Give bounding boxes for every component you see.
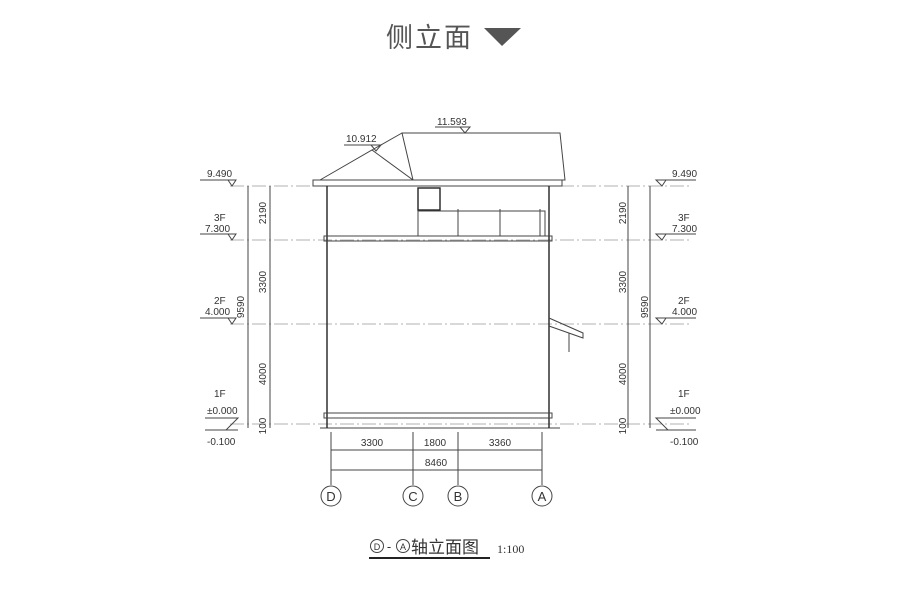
dim-2190-r: 2190 — [618, 201, 629, 224]
dim-3300: 3300 — [258, 270, 269, 293]
level-9490: 9.490 — [207, 169, 232, 180]
caption-to: A — [400, 542, 406, 552]
drawing-caption: D - A 轴立面图 1:100 — [369, 538, 524, 559]
level-minus: -0.100 — [207, 437, 236, 448]
dim-h-3360: 3360 — [489, 438, 512, 449]
dim-h-total: 8460 — [425, 458, 448, 469]
axis-a: A — [538, 489, 547, 504]
dim-h-1800: 1800 — [424, 438, 447, 449]
dim-4000-r: 4000 — [618, 362, 629, 385]
dim-3300-r: 3300 — [618, 270, 629, 293]
triangle-down-icon — [484, 28, 521, 46]
level-0: ±0.000 — [207, 406, 238, 417]
roof-hip-level: 10.912 — [346, 134, 377, 145]
dim-total: 9590 — [236, 295, 247, 318]
caption-scale: 1:100 — [497, 542, 524, 556]
level-4000: 4.000 — [205, 307, 230, 318]
level-minus-r: -0.100 — [670, 437, 699, 448]
caption-from: D — [374, 542, 381, 552]
axis-d: D — [326, 489, 335, 504]
dim-h-3300: 3300 — [361, 438, 384, 449]
section-title-text: 侧立面 — [386, 23, 473, 54]
level-7300: 7.300 — [205, 224, 230, 235]
level-7300-r: 7.300 — [672, 224, 697, 235]
level-4000-r: 4.000 — [672, 307, 697, 318]
dim-4000: 4000 — [258, 362, 269, 385]
floor-1f: 1F — [214, 389, 226, 400]
floor-2f-r: 2F — [678, 296, 690, 307]
axis-c: C — [408, 489, 417, 504]
dim-total-r: 9590 — [640, 295, 651, 318]
left-dimensions: 2190 3300 4000 100 9590 9.490 3F 7.300 2… — [200, 169, 271, 448]
axis-b: B — [454, 489, 463, 504]
right-dimensions: 2190 3300 4000 100 9590 9.490 3F 7.300 2… — [618, 169, 701, 448]
floor-1f-r: 1F — [678, 389, 690, 400]
horizontal-dimensions: 3300 1800 3360 8460 — [330, 432, 543, 485]
floor-3f: 3F — [214, 213, 226, 224]
caption-dash: - — [387, 539, 391, 554]
dim-100-r: 100 — [618, 417, 629, 434]
roof-ridge-level: 11.593 — [437, 117, 467, 128]
dim-2190: 2190 — [258, 201, 269, 224]
dim-100: 100 — [258, 417, 269, 434]
floor-2f: 2F — [214, 296, 226, 307]
caption-text: 轴立面图 — [411, 538, 479, 558]
axis-markers: D C B A — [320, 485, 553, 507]
level-lines — [230, 185, 690, 429]
floor-3f-r: 3F — [678, 213, 690, 224]
level-0-r: ±0.000 — [670, 406, 701, 417]
building — [312, 132, 584, 428]
level-9490-r: 9.490 — [672, 169, 697, 180]
section-title: 侧立面 — [386, 16, 473, 55]
